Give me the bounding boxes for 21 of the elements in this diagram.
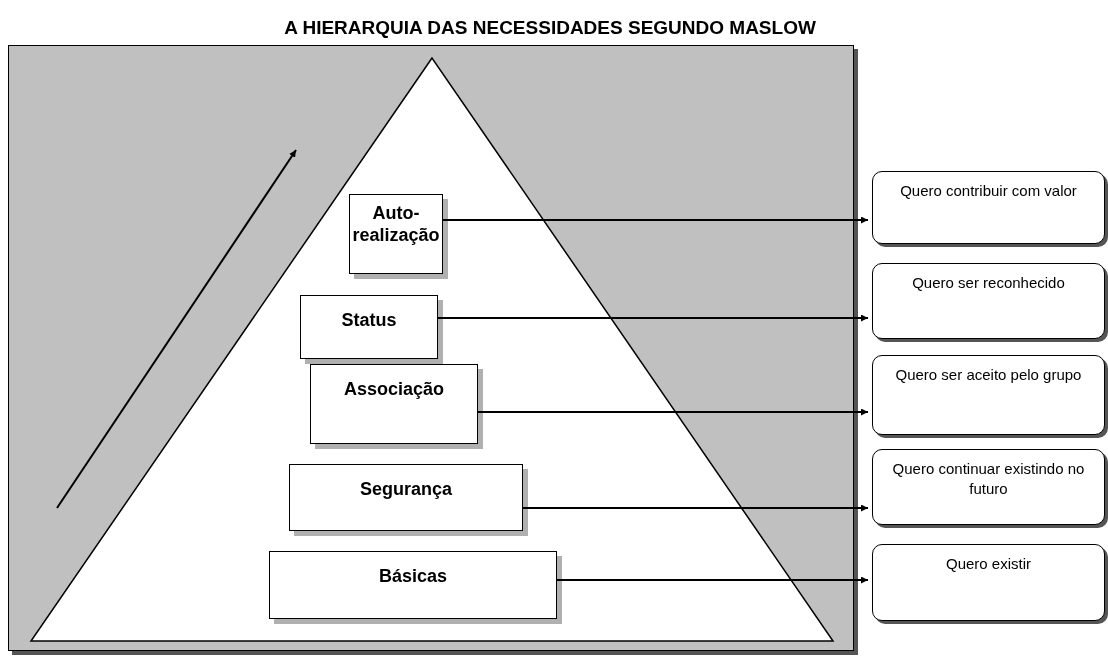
diagram-title: A HIERARQUIA DAS NECESSIDADES SEGUNDO MASLOW bbox=[283, 17, 817, 39]
need-box bbox=[872, 171, 1105, 244]
node-label: Auto-realização bbox=[351, 203, 441, 247]
need-box bbox=[872, 449, 1105, 525]
arrow bbox=[436, 314, 869, 322]
need-box bbox=[872, 263, 1105, 339]
node-label: Básicas bbox=[377, 566, 449, 588]
node-label: Associação bbox=[342, 379, 446, 401]
node-label: Quero contribuir com valor bbox=[899, 181, 1078, 201]
need-box bbox=[872, 544, 1105, 621]
arrow bbox=[521, 504, 869, 512]
node-label: Quero ser reconhecido bbox=[911, 273, 1066, 293]
node-label: Status bbox=[340, 310, 398, 332]
node-label: Quero ser aceito pelo grupo bbox=[894, 365, 1083, 385]
node-label: Quero existir bbox=[945, 554, 1032, 574]
node-label: Quero continuar existindo no futuro bbox=[891, 459, 1086, 500]
need-box bbox=[872, 355, 1105, 435]
arrow bbox=[555, 576, 869, 584]
arrow bbox=[441, 216, 869, 224]
arrow bbox=[476, 408, 869, 416]
node-label: Segurança bbox=[358, 479, 453, 501]
